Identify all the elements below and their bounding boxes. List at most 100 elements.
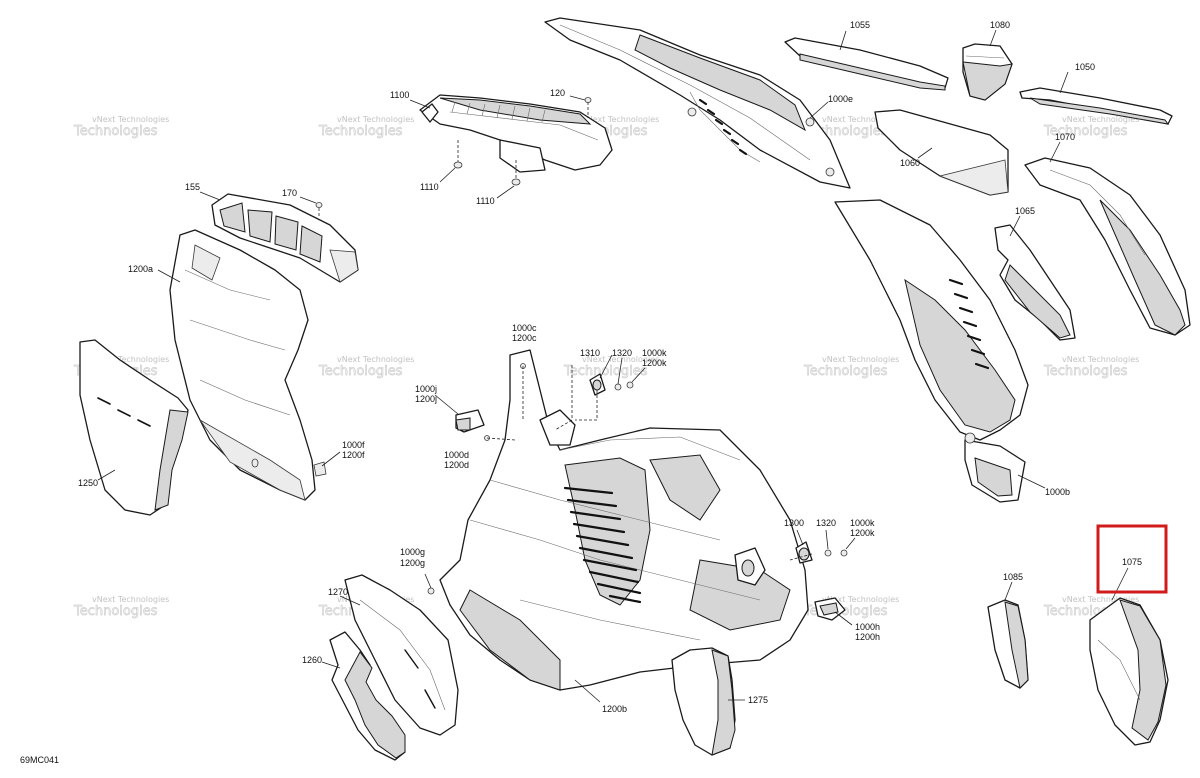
- label-1200c: 1200c: [512, 333, 537, 343]
- label-155: 155: [185, 182, 200, 192]
- label-1200h: 1200h: [855, 632, 880, 642]
- label-1085: 1085: [1003, 572, 1023, 582]
- label-1275: 1275: [748, 695, 768, 705]
- label-1200f: 1200f: [342, 450, 365, 460]
- part-top-bracket[interactable]: [419, 94, 613, 173]
- part-grille[interactable]: [211, 193, 359, 283]
- label-170: 170: [282, 188, 297, 198]
- label-1110: 1110: [476, 196, 495, 206]
- label-1200d: 1200d: [444, 460, 469, 470]
- watermark-text: Technologies: [318, 364, 403, 379]
- label-1000j: 1000j: [415, 384, 437, 394]
- label-1000h: 1000h: [855, 622, 880, 632]
- watermark-text: Technologies: [803, 364, 888, 379]
- watermark-text: Technologies: [563, 364, 648, 379]
- label-1000e: 1000e: [828, 94, 853, 104]
- label-1050: 1050: [1075, 62, 1095, 72]
- label-1300: 1300: [784, 518, 804, 528]
- label-1270: 1270: [328, 587, 348, 597]
- label-1000f: 1000f: [342, 440, 365, 450]
- part-left-outer-panel[interactable]: [79, 339, 189, 516]
- upper-panel-vent-ribs: [698, 98, 748, 156]
- watermark-text: Technologies: [73, 604, 158, 619]
- label-1000g: 1000g: [400, 547, 425, 557]
- watermark-text: vNext Technologies: [1062, 115, 1139, 124]
- watermark-text: vNext Technologies: [337, 355, 414, 364]
- watermark-text: Technologies: [1043, 124, 1128, 139]
- part-lower-left-foam[interactable]: [329, 631, 406, 761]
- part-right-lower-panel[interactable]: [1089, 597, 1169, 746]
- part-labels: 1055 1080 1050 1000e 1060 1070 1065 1100…: [78, 20, 1142, 714]
- label-1200j: 1200j: [415, 394, 437, 404]
- assembly-line: [554, 365, 573, 431]
- drawing-code: 69MC041: [20, 755, 59, 765]
- watermark-text: vNext Technologies: [1062, 355, 1139, 364]
- part-right-side-panel[interactable]: [834, 199, 1029, 503]
- fastener-washer[interactable]: [614, 383, 622, 391]
- watermark-text: vNext Technologies: [822, 355, 899, 364]
- watermark-text: vNext Technologies: [582, 355, 659, 364]
- part-upper-panel[interactable]: [544, 17, 851, 189]
- top-bracket-ribs: [451, 101, 546, 123]
- side-panel-vent-ribs: [948, 278, 990, 370]
- label-1075: 1075: [1122, 557, 1142, 567]
- part-windshield-strip[interactable]: [784, 37, 949, 91]
- highlight-box: [1096, 524, 1168, 594]
- label-1200k: 1200k: [850, 528, 875, 538]
- label-1260: 1260: [302, 655, 322, 665]
- label-1055: 1055: [850, 20, 870, 30]
- part-center-main-panel[interactable]: [439, 349, 809, 691]
- part-left-front-panel[interactable]: [169, 229, 316, 501]
- part-small-bracket[interactable]: [994, 224, 1076, 341]
- fastener-washer[interactable]: [427, 587, 435, 595]
- fastener-screw[interactable]: [840, 549, 848, 557]
- label-120: 120: [550, 88, 565, 98]
- part-lower-center-pad[interactable]: [671, 647, 736, 756]
- watermark-text: vNext Technologies: [92, 595, 169, 604]
- watermark-text: vNext Technologies: [582, 115, 659, 124]
- watermark-text: vNext Technologies: [92, 355, 169, 364]
- label-1200a: 1200a: [128, 264, 153, 274]
- fastener-screw[interactable]: [511, 160, 521, 186]
- fastener-screw[interactable]: [626, 381, 634, 389]
- fastener-clip[interactable]: [455, 409, 485, 433]
- label-1060: 1060: [900, 158, 920, 168]
- part-long-rail[interactable]: [1019, 87, 1173, 125]
- assembly-line: [789, 553, 813, 561]
- part-side-pad[interactable]: [874, 109, 1009, 196]
- label-1000c: 1000c: [512, 323, 537, 333]
- label-1320: 1320: [816, 518, 836, 528]
- watermark-text: vNext Technologies: [1062, 595, 1139, 604]
- watermark-text: Technologies: [318, 124, 403, 139]
- watermark-text: vNext Technologies: [822, 115, 899, 124]
- label-1310: 1310: [580, 348, 600, 358]
- label-1000k: 1000k: [850, 518, 875, 528]
- label-1065: 1065: [1015, 206, 1035, 216]
- part-lower-left-pad[interactable]: [344, 574, 459, 736]
- fastener-clip[interactable]: [315, 202, 323, 219]
- fastener-screw[interactable]: [453, 140, 463, 169]
- label-1000k: 1000k: [642, 348, 667, 358]
- fastener-clip[interactable]: [814, 597, 846, 621]
- fastener-washer[interactable]: [824, 549, 832, 557]
- watermark-text: vNext Technologies: [92, 115, 169, 124]
- watermark-text: Technologies: [1043, 364, 1128, 379]
- label-1200b: 1200b: [602, 704, 627, 714]
- label-1000b: 1000b: [1045, 487, 1070, 497]
- center-panel-vent-slots: [563, 486, 642, 604]
- label-1100: 1100: [390, 90, 409, 100]
- part-small-block[interactable]: [987, 599, 1029, 690]
- watermark-text: Technologies: [73, 124, 158, 139]
- part-right-long-panel[interactable]: [1024, 157, 1191, 336]
- label-1250: 1250: [78, 478, 98, 488]
- label-1110: 1110: [420, 182, 439, 192]
- label-1080: 1080: [990, 20, 1010, 30]
- label-1320: 1320: [612, 348, 632, 358]
- assembly-line: [575, 390, 598, 421]
- watermark-text: vNext Technologies: [337, 115, 414, 124]
- label-1200g: 1200g: [400, 558, 425, 568]
- label-1000d: 1000d: [444, 450, 469, 460]
- leader-lines: [97, 29, 1129, 703]
- part-mirror-block[interactable]: [962, 43, 1013, 101]
